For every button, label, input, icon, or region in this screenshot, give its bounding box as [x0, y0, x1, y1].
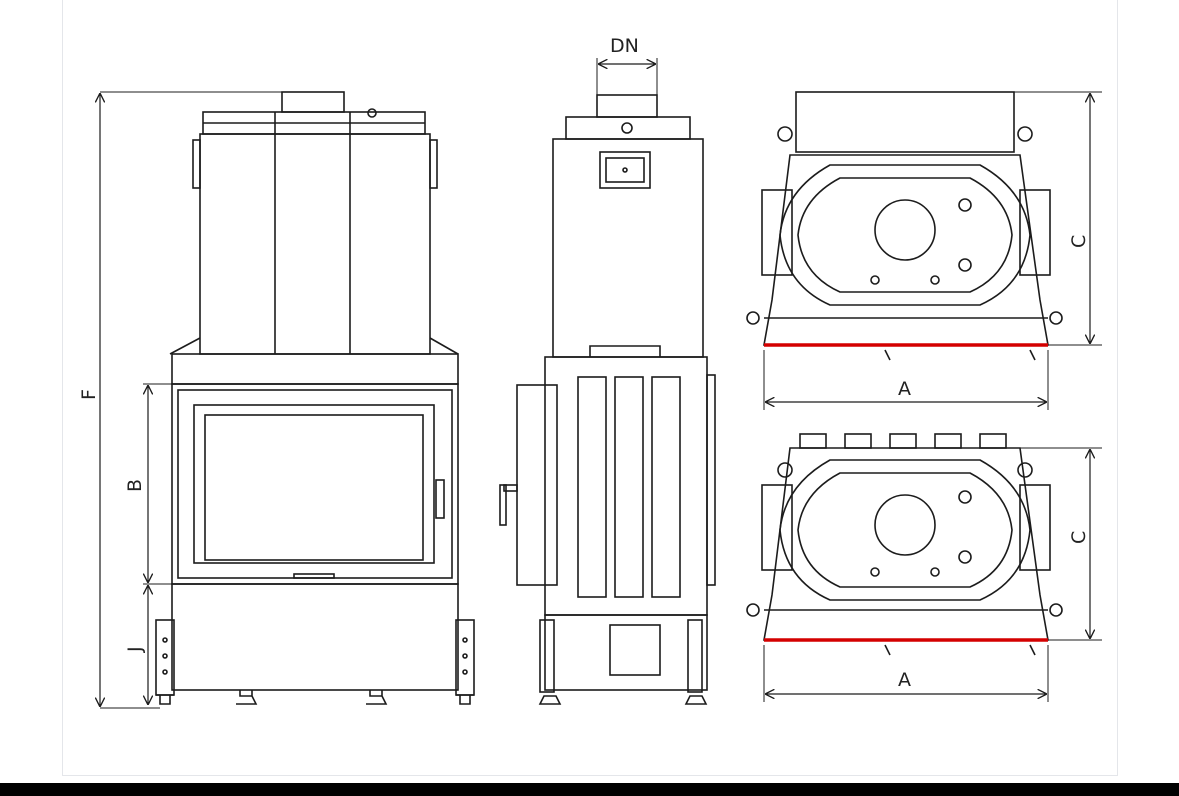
- label-j: J: [124, 646, 146, 653]
- top-view-lower: [746, 433, 1063, 656]
- front-view: [155, 91, 475, 705]
- label-f: F: [78, 389, 100, 400]
- bottom-bar: [0, 783, 1179, 796]
- label-dn: DN: [610, 35, 639, 57]
- lower-dimensions: [763, 447, 1102, 702]
- label-c-upper: C: [1068, 235, 1090, 248]
- drawing-panel: [62, 0, 1118, 776]
- label-a-upper: A: [898, 378, 911, 400]
- front-dimensions: [100, 91, 282, 709]
- upper-dimensions: [763, 91, 1102, 410]
- label-a-lower: A: [898, 669, 911, 691]
- label-c-lower: C: [1068, 531, 1090, 544]
- label-b: B: [124, 479, 146, 492]
- top-view-upper: [746, 91, 1063, 361]
- side-view: [499, 94, 716, 705]
- dn-dimension: [596, 58, 658, 95]
